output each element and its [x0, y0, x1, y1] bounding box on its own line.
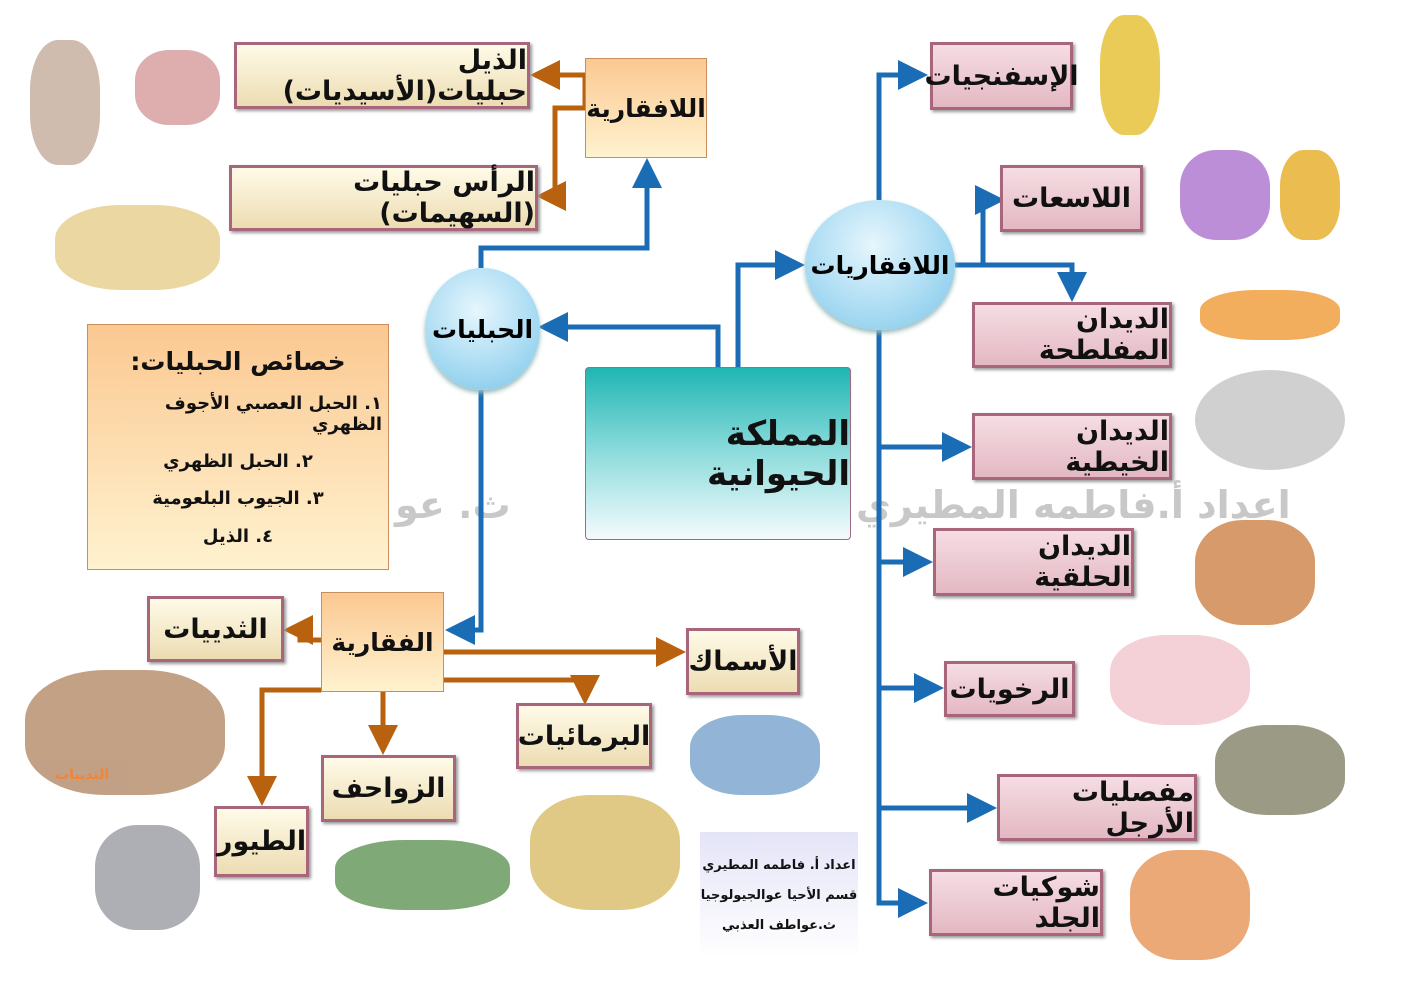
frog-image	[530, 795, 680, 910]
group-amphibians: البرمائيات	[516, 703, 652, 769]
characteristic-item: ١. الحبل العصبي الأجوف الظهري	[164, 392, 382, 435]
group-annelids: الديدان الحلقية	[933, 528, 1134, 596]
characteristic-item: ٣. الجيوب البلعومية	[152, 488, 324, 510]
chordates-node: الحبليات	[425, 268, 540, 390]
lancelet-image	[55, 205, 220, 290]
group-fish: الأسماك	[686, 628, 800, 695]
credit-line: اعداد أ. فاطمه المطيري	[702, 857, 856, 873]
characteristic-item: ٢. الحبل الظهري	[163, 450, 313, 472]
mammals-image: الثدييات	[25, 670, 225, 795]
pigeon-image	[95, 825, 200, 930]
group-birds: الطيور	[214, 806, 309, 877]
credits-box: اعداد أ. فاطمه المطيري قسم الأحيا عوالجي…	[700, 832, 858, 958]
tunicate-image	[30, 40, 100, 165]
invertebrate-chordates-node: اللافقارية	[585, 58, 707, 158]
chordate-characteristics: خصائص الحبليات: ١. الحبل العصبي الأجوف ا…	[87, 324, 389, 570]
watermark: ث. عو	[395, 483, 511, 527]
tunicate-larva-image	[135, 50, 220, 125]
mollusk-image	[1110, 635, 1250, 725]
group-echinoderms: شوكيات الجلد	[929, 869, 1103, 936]
group-reptiles: الزواحف	[321, 755, 456, 822]
credit-line: ث.عواطف العذبي	[722, 917, 836, 933]
group-roundworms: الديدان الخيطية	[972, 413, 1172, 480]
grasshopper-image	[1215, 725, 1345, 815]
group-urochordates: الذيل حبليات(الأسيديات)	[234, 42, 530, 109]
characteristic-item: ٤. الذيل	[202, 525, 274, 547]
group-sponges: الإسفنجيات	[924, 42, 1079, 110]
roundworm-image	[1195, 370, 1345, 470]
group-arthropods: مفصليات الأرجل	[997, 774, 1197, 841]
earthworm-image	[1195, 520, 1315, 625]
mammals-image-label: الثدييات	[55, 767, 110, 783]
group-mollusks: الرخويات	[944, 661, 1075, 717]
jellyfish-image	[1180, 150, 1270, 240]
watermark: اعداد أ.فاطمه المطيري	[856, 483, 1291, 527]
group-flatworms: الديدان المفلطحة	[972, 302, 1172, 368]
group-cephalochordates: الرأس حبليات (السهيمات)	[229, 165, 538, 231]
starfish-image	[1130, 850, 1250, 960]
characteristics-title: خصائص الحبليات:	[130, 347, 346, 377]
root-animal-kingdom: المملكة الحيوانية	[585, 367, 851, 540]
sponge-image	[1100, 15, 1160, 135]
flatworm-image	[1200, 290, 1340, 340]
turtle-image	[335, 840, 510, 910]
group-mammals: الثدييات	[147, 596, 284, 662]
group-cnidarians: اللاسعات	[1000, 165, 1143, 232]
fish-image	[690, 715, 820, 795]
vertebrates-node: الفقارية	[321, 592, 444, 692]
hydra-image	[1280, 150, 1340, 240]
invertebrates-node: اللافقاريات	[805, 200, 955, 330]
credit-line: قسم الأحيا عوالجيولوجيا	[700, 887, 858, 903]
